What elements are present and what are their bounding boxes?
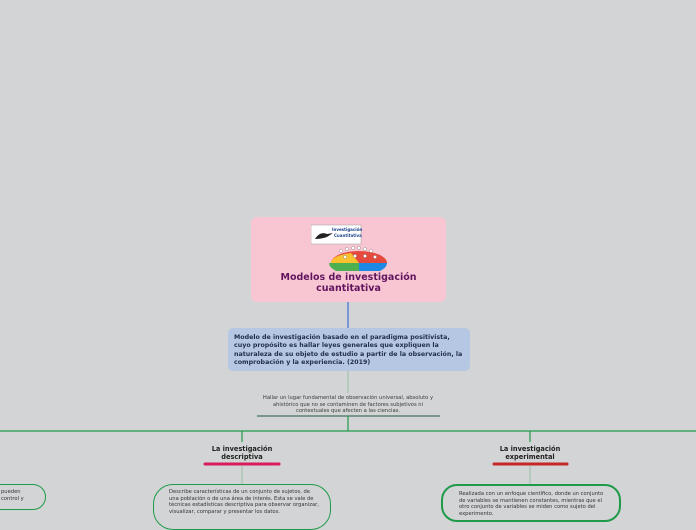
investigacion-cuantitativa-image: Investigación Cuantitativa	[311, 223, 389, 271]
branch-experimental-title[interactable]: La investigación experimental	[484, 445, 576, 461]
definition-node[interactable]: Modelo de investigación basado en el par…	[228, 328, 470, 371]
branch-descriptiva-title[interactable]: La investigación descriptiva	[196, 445, 288, 461]
central-topic[interactable]: Investigación Cuantitativa Modelos de in…	[251, 217, 446, 302]
detail-descriptiva-node[interactable]: Describe características de un conjunto …	[153, 484, 331, 530]
left-partial-node[interactable]: pueden control y	[0, 484, 46, 510]
detail-experimental-text: Realizada con un enfoque científico, don…	[459, 491, 607, 517]
definition-text: Modelo de investigación basado en el par…	[234, 334, 466, 368]
central-title: Modelos de investigación cuantitativa	[251, 272, 446, 294]
left-partial-text: pueden control y	[1, 489, 31, 502]
svg-text:Investigación: Investigación	[332, 227, 362, 232]
note-text[interactable]: Hallar un lugar fundamental de observaci…	[262, 395, 434, 415]
detail-descriptiva-text: Describe características de un conjunto …	[169, 489, 319, 515]
svg-text:Cuantitativa: Cuantitativa	[334, 233, 362, 238]
detail-experimental-node[interactable]: Realizada con un enfoque científico, don…	[441, 484, 621, 522]
